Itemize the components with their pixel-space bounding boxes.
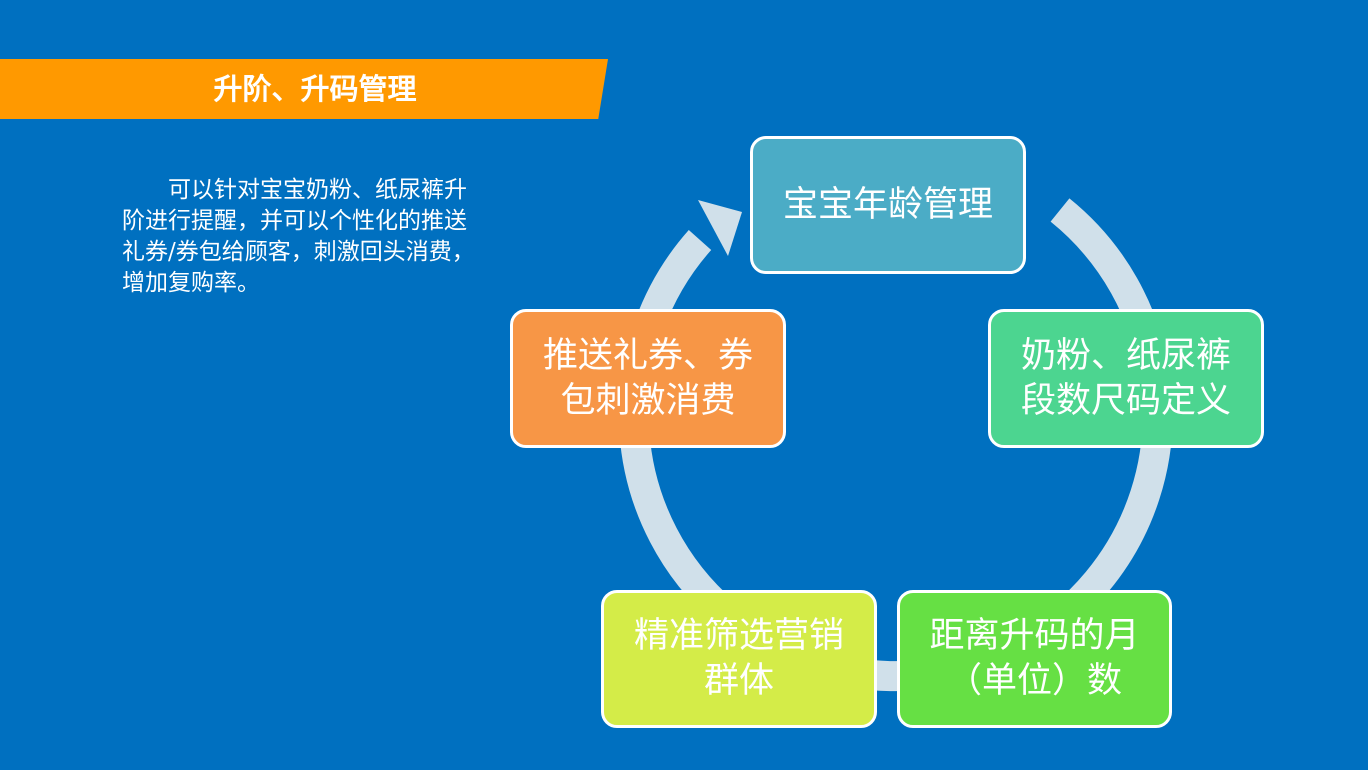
slide-description: 可以针对宝宝奶粉、纸尿裤升阶进行提醒，并可以个性化的推送礼券/券包给顾客，刺激回…	[122, 177, 475, 296]
step-label: 奶粉、纸尿裤段数尺码定义	[1020, 335, 1231, 421]
step-label: 推送礼券、券包刺激消费	[542, 335, 753, 421]
cycle-arrowhead-icon	[698, 200, 742, 256]
cycle-step-size-definition: 奶粉、纸尿裤段数尺码定义	[988, 309, 1264, 448]
cycle-step-target-group: 精准筛选营销群体	[601, 590, 877, 728]
step-label: 精准筛选营销群体	[633, 616, 844, 701]
step-label: 距离升码的月（单位）数	[929, 616, 1140, 701]
step-label: 宝宝年龄管理	[782, 184, 993, 225]
cycle-step-push-coupons: 推送礼券、券包刺激消费	[510, 309, 786, 448]
title-banner	[0, 59, 608, 119]
cycle-step-months-to-upgrade: 距离升码的月（单位）数	[897, 590, 1172, 728]
slide-title: 升阶、升码管理	[213, 72, 417, 106]
cycle-step-baby-age: 宝宝年龄管理	[750, 136, 1026, 274]
